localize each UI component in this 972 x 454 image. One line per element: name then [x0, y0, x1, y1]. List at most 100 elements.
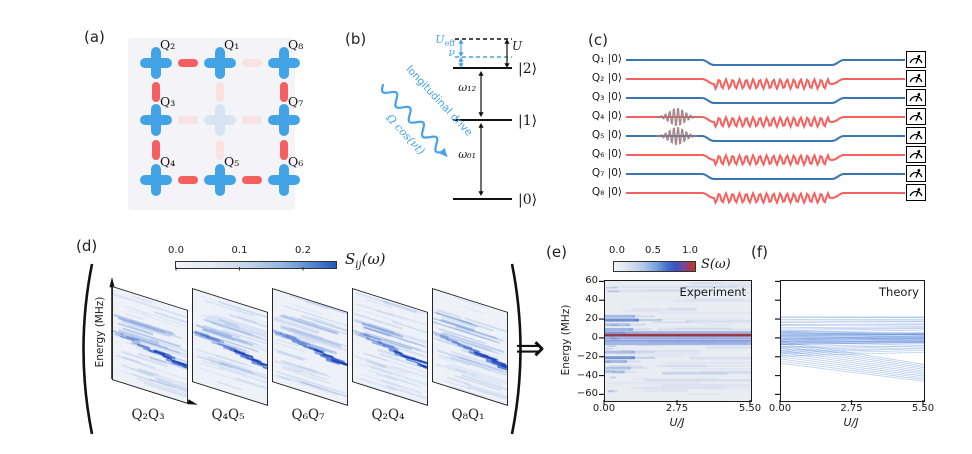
coupler [242, 58, 262, 68]
qubit-label: Q₃ [160, 94, 176, 109]
coupler [178, 115, 198, 125]
theory-lines-svg [781, 316, 924, 382]
pulse-line [626, 59, 905, 66]
s-omega-label: S(ω) [701, 257, 731, 272]
ket-2-label: |2⟩ [518, 61, 538, 77]
qubit-cross [140, 164, 172, 196]
measure-box [906, 69, 926, 87]
coupler [279, 81, 289, 102]
ytick-label: 40 [585, 294, 598, 306]
measure-box [906, 107, 926, 125]
qubit-cross-v-arm [151, 47, 161, 79]
colorbar-tick-label: 1.0 [682, 245, 698, 256]
ket-0-label: |0⟩ [518, 192, 538, 208]
pulse-packet [655, 107, 698, 127]
coupler [215, 81, 225, 102]
experiment-axes-ticks [599, 280, 751, 405]
qubit-cross-v-arm [279, 164, 289, 196]
panel-a-letter: (a) [84, 28, 105, 46]
sij-sub: ij [355, 260, 362, 271]
qubit-cross-v-arm [151, 104, 161, 136]
qubit-label: Q₇ [288, 94, 304, 109]
bracket-right-icon [510, 263, 522, 435]
panel-f-letter: (f) [751, 243, 768, 261]
level-diagram-drawing [380, 38, 512, 200]
ytick-label: −60 [576, 388, 598, 400]
ket-1-label: |1⟩ [518, 113, 538, 129]
pulse-lines-svg [626, 59, 905, 206]
sij-rest: (ω) [361, 250, 386, 268]
colorbar-tick-label: 0.1 [231, 245, 248, 256]
coupler [151, 140, 161, 160]
pulse-row-label: Q₅ |0⟩ [591, 129, 622, 141]
colorbar-tick-label: 0.2 [295, 245, 311, 256]
qubit-cross-v-arm [151, 164, 161, 196]
theory-axes-ticks [775, 280, 924, 405]
qubit-label: Q₂ [160, 37, 176, 52]
nu-label: ν [448, 46, 455, 59]
qubit-cross [204, 47, 236, 79]
measure-box [906, 50, 926, 68]
meter-icon [909, 149, 923, 159]
xaxis-label-f: U/J [843, 416, 859, 429]
meter-icon [909, 187, 923, 197]
coupler [151, 81, 161, 102]
xtick-label: 5.50 [911, 403, 935, 414]
qubit-cross-v-arm [279, 47, 289, 79]
slice-label: Q₈Q₁ [451, 407, 485, 423]
qubit-label: Q₁ [224, 37, 240, 52]
pulse-row-label: Q₆ |0⟩ [591, 148, 622, 160]
pulse-row-label: Q₈ |0⟩ [591, 186, 622, 198]
measure-box [906, 88, 926, 106]
pulse-line [626, 173, 905, 180]
sij-omega-label: Sij(ω) [345, 250, 386, 271]
pulse-row-label: Q₂ |0⟩ [591, 72, 622, 84]
theory-plot-box: Theory [780, 280, 925, 402]
qubit-cross [140, 104, 172, 136]
ytick-label: 20 [585, 313, 598, 325]
meter-icon [909, 111, 923, 121]
qubit-cross [204, 164, 236, 196]
qubit-label: Q₈ [288, 37, 304, 52]
pulse-line [626, 97, 905, 104]
qubit-label: Q₆ [288, 154, 304, 169]
ytick-label: 60 [585, 275, 598, 287]
meter-icon [909, 92, 923, 102]
pulse-row-label: Q₄ |0⟩ [591, 110, 622, 122]
sij-base: S [345, 250, 356, 268]
slice-label: Q₂Q₄ [371, 407, 405, 423]
qubit-cross [268, 47, 300, 79]
omega01-label: ω₀₁ [458, 148, 476, 161]
coupler [242, 175, 262, 185]
coupler [178, 175, 198, 185]
meter-icon [909, 73, 923, 83]
coupler [178, 58, 198, 68]
measure-box [906, 126, 926, 144]
pulse-line [626, 114, 905, 130]
colorbar-tick-label: 0.0 [168, 245, 184, 256]
panel-e-letter: (e) [546, 243, 567, 261]
coupler [242, 115, 262, 125]
colorbar-tick-label: 0.0 [609, 245, 625, 256]
panel-d-letter: (d) [76, 237, 98, 255]
pulse-row-label: Q₇ |0⟩ [591, 167, 622, 179]
qubit-cross-v-arm [215, 47, 225, 79]
u-eff-label: Ueff [410, 33, 455, 48]
xaxis-label-e: U/J [669, 416, 685, 429]
level-diagram: |2⟩ |1⟩ |0⟩ U Ueff ν ω₁₂ ω₀₁ longitudina… [340, 25, 570, 220]
xtick-label: 5.50 [738, 403, 762, 414]
u-label: U [512, 39, 523, 53]
experiment-heatmap-canvas [605, 281, 751, 401]
meter-icon [909, 168, 923, 178]
slice-label: Q₂Q₃ [131, 407, 165, 423]
xtick-label: 2.75 [665, 403, 689, 414]
coupler [279, 140, 289, 160]
colorbar-tick-label: 0.5 [645, 245, 661, 256]
pulse-line [626, 135, 905, 142]
qubit-cross-v-arm [279, 104, 289, 136]
u-eff-sub: eff [444, 39, 455, 49]
panel-c-letter: (c) [588, 31, 608, 49]
pulse-line [626, 152, 905, 168]
